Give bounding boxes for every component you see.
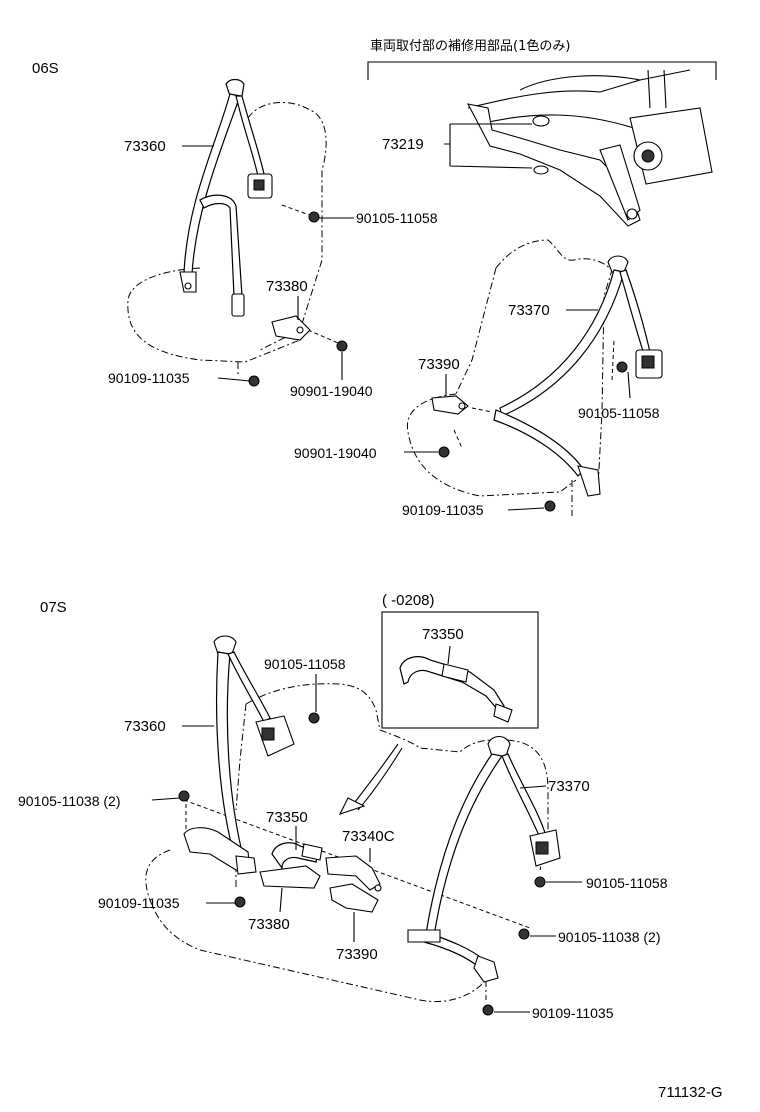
part-number-label: 90105-11038 (2) <box>558 929 661 945</box>
part-number-label: 73350 <box>422 626 464 643</box>
inset-belt-73350 <box>399 645 513 723</box>
part-number-label: 90105-11038 (2) <box>18 793 121 809</box>
drawing-code: 711132-G <box>658 1084 723 1101</box>
seat-belt-73370-06s <box>493 255 663 497</box>
part-number-label: 73380 <box>248 916 290 933</box>
part-number-label: 73360 <box>124 718 166 735</box>
part-number-label: 73340C <box>342 828 395 845</box>
part-number-label: 73380 <box>266 278 308 295</box>
buckle-73340c-07s <box>325 855 382 892</box>
part-number-label: 73219 <box>382 136 424 153</box>
anchor-cover-73219 <box>444 69 713 227</box>
part-number-label: 73390 <box>336 946 378 963</box>
part-number-label: 90109-11035 <box>402 502 484 518</box>
part-number-label: 73390 <box>418 356 460 373</box>
part-number-label: 90901-19040 <box>290 383 373 399</box>
seat-right-06s <box>406 239 615 516</box>
section-label-06s: 06S <box>32 60 59 77</box>
part-number-label: 90109-11035 <box>108 370 190 386</box>
part-number-label: 90109-11035 <box>532 1005 614 1021</box>
part-number-label: 73370 <box>548 778 590 795</box>
seat-belt-73370-07s <box>407 735 561 983</box>
section-label-07s: 07S <box>40 599 67 616</box>
part-number-label: 73370 <box>508 302 550 319</box>
buckle-73380-06s <box>271 315 311 341</box>
part-number-label: 73360 <box>124 138 166 155</box>
buckle-73390-07s <box>329 883 379 913</box>
part-number-label: 90901-19040 <box>294 445 377 461</box>
part-number-label: 90105-11058 <box>264 656 346 672</box>
part-number-label: 90109-11035 <box>98 895 180 911</box>
buckle-73380-07s <box>259 865 321 889</box>
inset-period-label: ( -0208) <box>382 592 435 609</box>
part-number-label: 90105-11058 <box>356 210 438 226</box>
buckle-73390-06s <box>431 395 469 415</box>
center-belt-73350-07s <box>271 842 323 870</box>
seat-belt-73360-07s <box>183 635 295 875</box>
part-number-label: 90105-11058 <box>578 405 660 421</box>
seat-belt-73360-06s <box>179 78 273 317</box>
part-number-label: 73350 <box>266 809 308 826</box>
bolt-icon <box>178 712 546 1016</box>
header-note: 車両取付部の補修用部品(1色のみ) <box>370 39 571 54</box>
bolt-icon <box>438 361 628 512</box>
part-number-label: 90105-11058 <box>586 875 668 891</box>
